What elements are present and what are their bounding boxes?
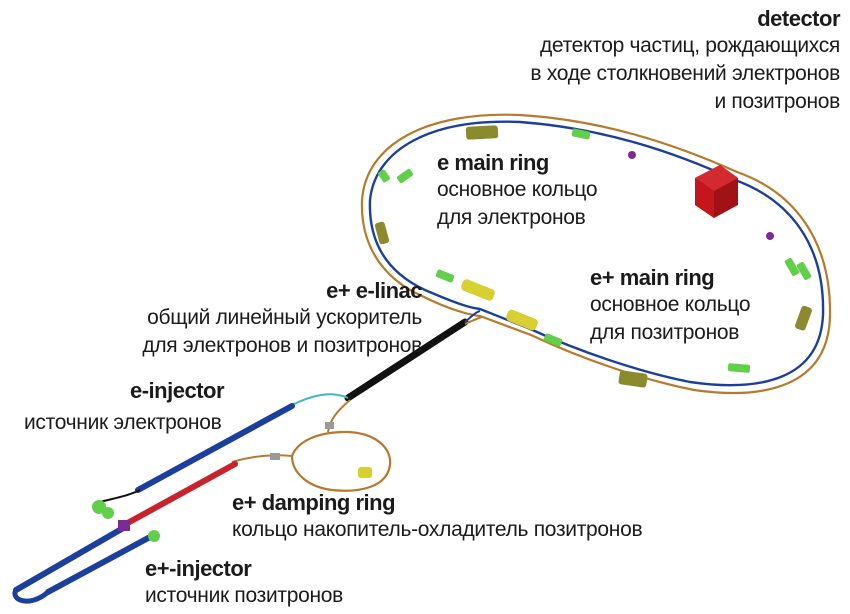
ring-wigglers xyxy=(461,279,538,331)
e-injector-desc-line-1: источник электронов xyxy=(24,411,222,434)
positron-injector-line xyxy=(45,534,153,595)
positron-linac-section xyxy=(121,461,238,528)
detector-label: detector детектор частиц, рождающихся в … xyxy=(530,6,840,116)
ep-main-ring-beamline xyxy=(360,113,832,395)
detector-title: detector xyxy=(757,6,840,31)
linac-beamline xyxy=(344,318,469,402)
linac-to-ring-branch-positron xyxy=(464,316,483,325)
damping-ring-element xyxy=(270,453,280,460)
dipole-magnets xyxy=(374,125,812,388)
damping-ring-label: e+ damping ring кольцо накопитель-охлади… xyxy=(232,490,643,544)
e-main-ring-beamline xyxy=(368,120,825,387)
linac-transfer-line xyxy=(289,393,349,407)
linac-title: e+ e-linac xyxy=(326,278,422,303)
detector-desc-line-1: детектор частиц, рождающихся xyxy=(539,34,840,58)
e-injector-label: e-injector xyxy=(130,378,225,404)
linac-desc-line-1: общий линейный ускоритель xyxy=(147,306,422,330)
detector-desc-line-2: в ходе столкновений электронов xyxy=(530,62,840,86)
quadrupole-magnets xyxy=(378,128,812,373)
damping-ring-title: e+ damping ring xyxy=(232,490,396,515)
linac-to-ring-branch xyxy=(464,310,481,323)
ep-injector-target xyxy=(148,530,160,542)
e-main-ring-desc-line-1: основное кольцо xyxy=(437,178,598,202)
e-main-ring-title: e main ring xyxy=(437,150,549,175)
linac-desc-line-2: для электронов и позитронов xyxy=(142,334,422,358)
ep-main-ring-label: e+ main ring основное кольцо для позитро… xyxy=(590,265,751,347)
ep-main-ring-title: e+ main ring xyxy=(590,265,715,290)
detector-desc-line-3: и позитронов xyxy=(714,90,840,114)
ring-kickers xyxy=(628,151,774,240)
linac-label: e+ e-linac общий линейный ускоритель для… xyxy=(142,278,422,360)
damping-ring-link xyxy=(231,454,293,463)
e-injector-desc: источник электронов xyxy=(24,409,222,437)
ep-injector-label: e+-injector источник позитронов xyxy=(145,556,343,610)
ep-injector-title: e+-injector xyxy=(145,556,252,581)
damping-ring-beamline xyxy=(290,430,392,492)
e-injector-gun xyxy=(92,500,106,514)
e-injector-feed xyxy=(99,489,141,503)
injector-turnaround xyxy=(12,588,50,604)
positron-converter-kicker xyxy=(118,520,130,531)
detector-block xyxy=(695,165,738,218)
e-main-ring-label: e main ring основное кольцо для электрон… xyxy=(437,150,598,232)
damping-ring-desc-line-1: кольцо накопитель-охладитель позитронов xyxy=(232,518,643,542)
e-main-ring-desc-line-2: для электронов xyxy=(437,206,586,230)
ep-main-ring-desc-line-1: основное кольцо xyxy=(590,293,751,317)
electron-linac-lower xyxy=(13,524,128,593)
ep-injector-desc-line-1: источник позитронов xyxy=(145,584,344,608)
e-injector-title: e-injector xyxy=(130,378,225,403)
electron-linac-upper xyxy=(135,403,295,493)
transfer-line-element xyxy=(325,422,334,429)
e-injector-gun-2 xyxy=(102,507,114,519)
linac-to-damping-line xyxy=(327,399,351,433)
ep-main-ring-desc-line-2: для позитронов xyxy=(590,321,740,345)
damping-ring-wiggler xyxy=(358,467,372,478)
